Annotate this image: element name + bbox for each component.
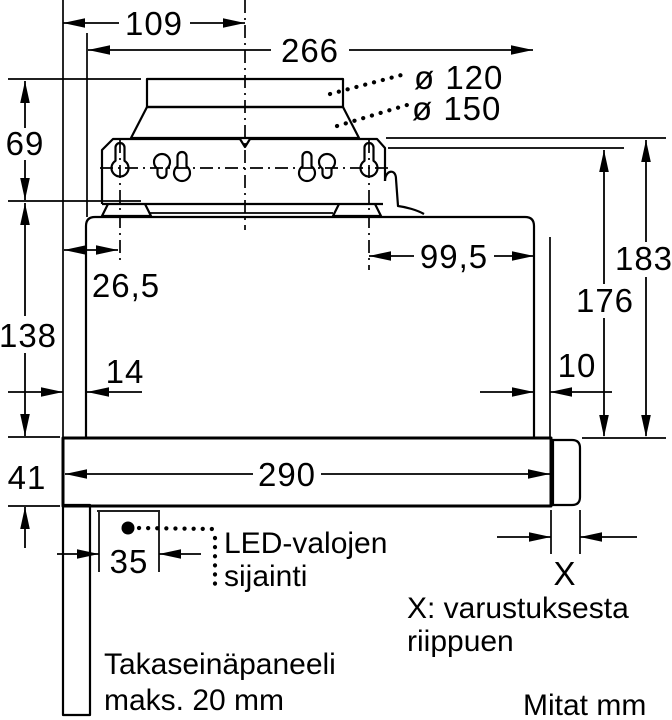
dim-183-label: 183 [615, 240, 672, 277]
led-dot [121, 521, 135, 535]
plate-foot-right [331, 203, 383, 218]
keyhole-slot-2 [172, 150, 192, 183]
x-note-line1: X: varustuksesta [407, 592, 629, 625]
led-indicator [121, 521, 218, 593]
keyhole-slot-3 [297, 150, 317, 183]
keyhole-slot-1 [152, 152, 172, 180]
dim-26-5-label: 26,5 [92, 267, 160, 304]
dim-41-label: 41 [8, 459, 47, 496]
mounting-plate [100, 137, 425, 218]
visor-x-extension [551, 438, 582, 507]
hood-body [84, 215, 536, 438]
dim-14-label: 14 [106, 353, 145, 390]
x-note-line2: riippuen [407, 625, 514, 658]
rear-wall-panel [61, 503, 92, 717]
dim-x-label: X [553, 555, 576, 592]
labels: 109 266 ø 120 ø 150 69 26,5 99,5 183 176… [0, 5, 672, 720]
dim-99-5-label: 99,5 [420, 238, 488, 275]
panel-note-line1: Takaseinäpaneeli [104, 648, 336, 681]
units-note: Mitat mm [523, 689, 646, 720]
dia120-leader-line [327, 70, 412, 97]
panel-note-line2: maks. 20 mm [104, 684, 284, 717]
dim-266-label: 266 [281, 32, 339, 69]
dimension-lines [8, 18, 651, 559]
keyhole-slot-right-ear [359, 141, 379, 178]
extension-lines [8, 0, 666, 572]
visor [61, 436, 553, 508]
dim-290-label: 290 [258, 456, 316, 493]
dim-35-label: 35 [110, 543, 149, 580]
keyhole-slot-4 [317, 152, 337, 180]
dim-69-label: 69 [6, 125, 45, 162]
dim-176-label: 176 [576, 282, 634, 319]
dim-dia150-label: ø 150 [412, 90, 501, 127]
dim-138-label: 138 [0, 317, 57, 354]
dim-109-label: 109 [125, 5, 183, 42]
mounting-plate-outline [100, 137, 387, 204]
dia150-leader-line [334, 102, 410, 129]
mounting-hook [383, 170, 425, 215]
led-note-line2: sijainti [224, 560, 307, 593]
dim-10-label: 10 [558, 347, 597, 384]
keyhole-slot-left-ear [110, 141, 130, 178]
led-leader-line [136, 525, 215, 532]
centerlines [100, 0, 392, 270]
led-note-line1: LED-valojen [224, 527, 387, 560]
dim-dia120-label: ø 120 [414, 59, 503, 96]
plate-foot-left [100, 203, 153, 218]
